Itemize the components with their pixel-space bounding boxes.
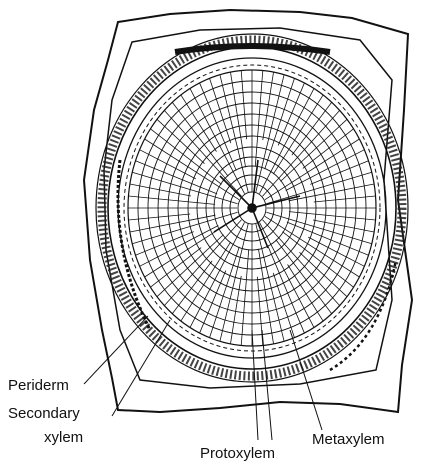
secondary-xylem-label-line1: Secondary <box>8 405 80 422</box>
secondary-xylem-leader <box>112 320 170 416</box>
xylem-radial-file <box>289 184 374 201</box>
xylem-radial-file <box>273 95 323 174</box>
xylem-radial-file <box>164 110 241 196</box>
xylem-radial-file <box>164 220 241 306</box>
xylem-radial-file <box>150 129 221 184</box>
xylem-radial-file <box>265 216 360 277</box>
periderm-leader <box>84 316 148 384</box>
periderm-label: Periderm <box>8 377 69 394</box>
xylem-radial-file <box>282 232 353 287</box>
xylem-radial-file <box>299 252 346 296</box>
xylem-radial-file <box>181 242 231 321</box>
metaxylem-label: Metaxylem <box>312 431 385 448</box>
xylem-radial-file <box>263 110 340 196</box>
xylem-radial-file <box>303 129 354 169</box>
xylem-radial-file <box>130 215 215 232</box>
xylem-radial-file <box>255 71 263 167</box>
secondary-xylem-label-line2: xylem <box>44 429 83 446</box>
primary-xylem-star <box>214 160 300 248</box>
xylem-radial-file <box>140 225 219 266</box>
xylem-radial-file <box>288 265 324 322</box>
xylem-radial-file <box>200 83 237 171</box>
xylem-radial-file <box>289 212 375 220</box>
xylem-radial-file <box>145 139 240 200</box>
xylem-radial-file <box>230 72 245 167</box>
protoxylem-label: Protoxylem <box>200 445 275 462</box>
xylem-radial-file <box>258 249 273 344</box>
xylem-radial-file <box>157 119 204 163</box>
xylem-radial-file <box>263 220 340 306</box>
xylem-radial-file <box>265 139 360 200</box>
xylem-radial-file <box>286 150 365 191</box>
xylem-radial-file <box>181 95 217 152</box>
xylem-radial-file <box>150 248 201 288</box>
xylem-radial-file <box>268 246 305 334</box>
xylem-radial-file <box>128 196 214 204</box>
xylem-radial-file <box>241 249 249 345</box>
